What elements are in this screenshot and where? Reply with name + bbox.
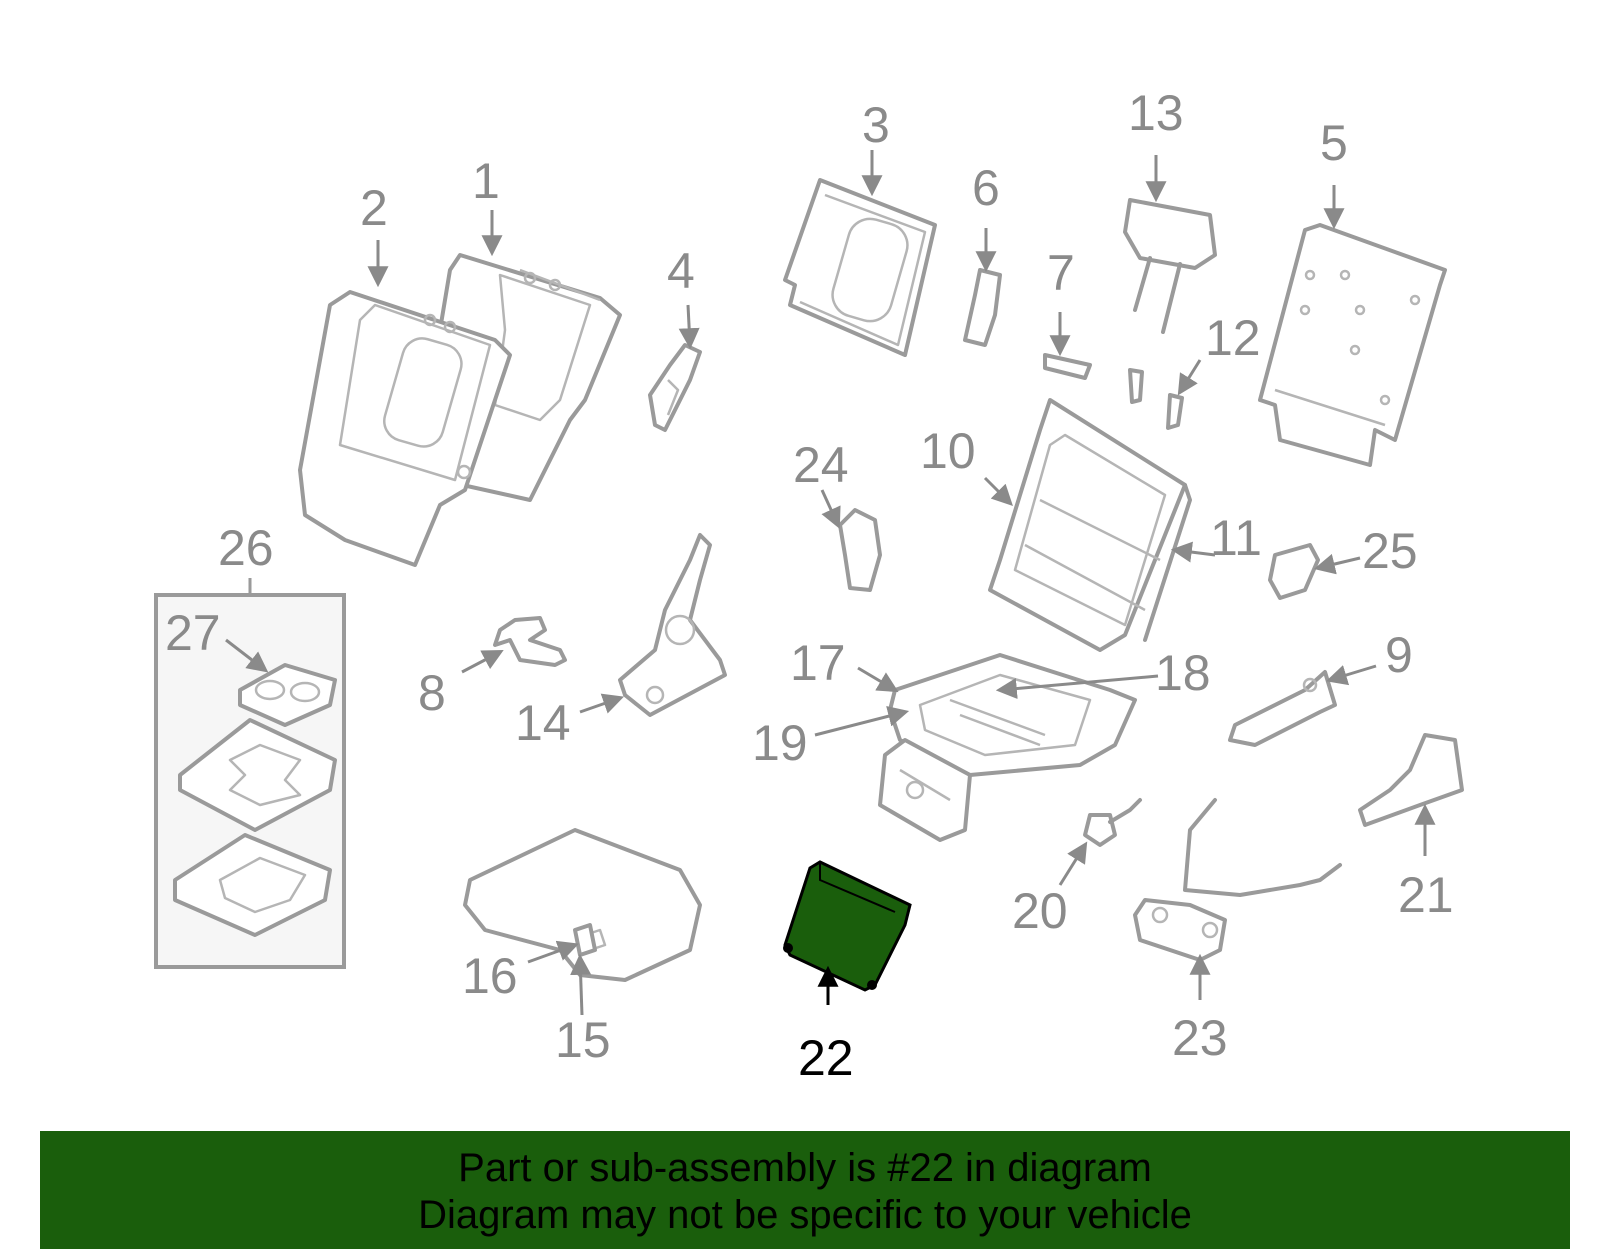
callout-14[interactable]: 14 [515,695,571,751]
leader-arrows [225,150,1436,1016]
banner-line-1: Part or sub-assembly is #22 in diagram [458,1146,1152,1190]
callout-21[interactable]: 21 [1398,867,1454,923]
callout-10[interactable]: 10 [920,423,976,479]
part-15-clip[interactable] [573,923,597,957]
banner-line-2: Diagram may not be specific to your vehi… [418,1193,1192,1237]
part-6-bracket[interactable] [963,268,1002,347]
part-10-seat-back-frame[interactable] [988,398,1187,652]
callout-3[interactable]: 3 [862,97,890,153]
callout-8[interactable]: 8 [418,665,446,721]
callout-26[interactable]: 26 [218,520,274,576]
callout-24[interactable]: 24 [793,437,849,493]
part-24-cap[interactable] [838,508,882,592]
callout-9[interactable]: 9 [1385,627,1413,683]
part-12-headrest-guide[interactable] [1128,368,1184,430]
callout-6[interactable]: 6 [972,160,1000,216]
part-9-bracket[interactable] [1228,670,1337,747]
part-14-recliner[interactable] [618,533,727,717]
callout-25[interactable]: 25 [1362,523,1418,579]
callout-27[interactable]: 27 [165,605,221,661]
part-27-cup-holder[interactable] [238,663,337,727]
part-19-cushion-base[interactable] [878,738,972,842]
part-3-back-panel[interactable] [783,178,937,357]
part-23-cable[interactable] [1133,798,1342,962]
part-7-bezel[interactable] [1043,353,1092,380]
part-16-cushion[interactable] [463,828,702,982]
callout-1[interactable]: 1 [472,153,500,209]
callout-7[interactable]: 7 [1047,245,1075,301]
callout-13[interactable]: 13 [1128,85,1184,141]
part-8-hinge[interactable] [493,616,567,667]
part-11-frame-side[interactable] [1143,483,1192,642]
part-22-highlighted[interactable] [783,860,912,992]
callout-23[interactable]: 23 [1172,1010,1228,1066]
callout-22[interactable]: 22 [798,1030,854,1086]
info-banner: Part or sub-assembly is #22 in diagram D… [40,1131,1570,1249]
callout-2[interactable]: 2 [360,180,388,236]
callout-12[interactable]: 12 [1205,310,1261,366]
callout-19[interactable]: 19 [752,715,808,771]
part-26-tray-upper[interactable] [178,718,337,832]
part-5-rear-panel[interactable] [1258,223,1447,467]
callout-18[interactable]: 18 [1155,645,1211,701]
callout-17[interactable]: 17 [790,635,846,691]
callout-4[interactable]: 4 [667,243,695,299]
part-4-clip[interactable] [648,343,702,432]
callout-11[interactable]: 11 [1210,510,1262,566]
callout-15[interactable]: 15 [555,1012,611,1068]
part-25-cover[interactable] [1268,543,1320,600]
part-13-headrest[interactable] [1123,198,1217,334]
callout-labels: 1 2 3 4 5 6 7 8 9 10 11 12 13 14 15 16 1… [165,85,1454,1086]
callout-20[interactable]: 20 [1012,883,1068,939]
part-2-seat-back-cover[interactable] [298,290,512,567]
part-26-tray-lower[interactable] [173,833,332,937]
part-21-trim[interactable] [1358,733,1464,827]
callout-5[interactable]: 5 [1320,115,1348,171]
part-20-sensor[interactable] [1083,798,1142,847]
callout-16[interactable]: 16 [462,948,518,1004]
